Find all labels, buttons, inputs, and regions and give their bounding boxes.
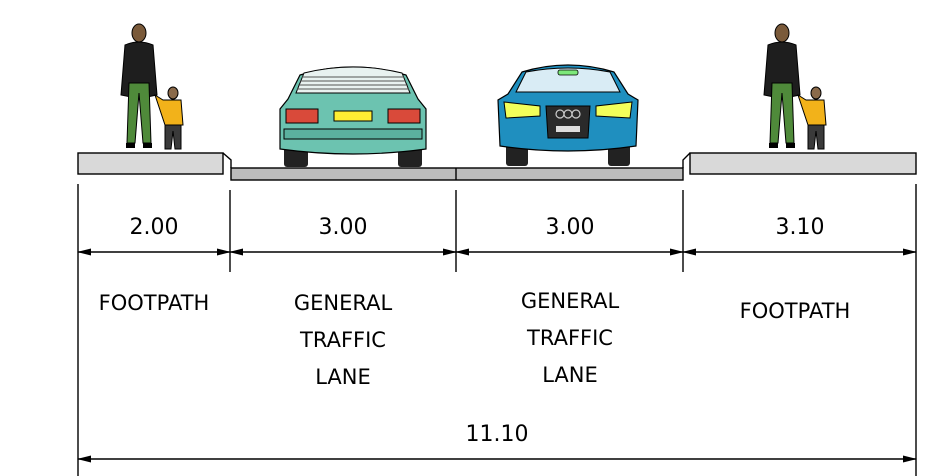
child-pedestrian-icon (154, 86, 184, 150)
segment-label: LANE (315, 365, 371, 389)
adult-pedestrian-icon (763, 23, 801, 148)
segment-label: FOOTPATH (99, 291, 210, 315)
carriageway (230, 167, 684, 181)
segment-label: TRAFFIC (526, 326, 613, 350)
segment-label: GENERAL (294, 291, 393, 315)
segment-label: LANE (542, 363, 598, 387)
segment-dimension-text: 3.00 (546, 215, 595, 240)
segment-label: TRAFFIC (299, 328, 386, 352)
left-footpath-slab (77, 152, 232, 175)
segment-label: FOOTPATH (740, 299, 851, 323)
pedestrian-pair-right (763, 23, 827, 150)
total-dimension: 11.10 (77, 422, 917, 463)
extension-lines (77, 184, 917, 476)
right-footpath-slab (682, 152, 917, 175)
pedestrian-pair-left (120, 23, 184, 150)
segment-dimension-text: 3.10 (776, 215, 825, 240)
segment-labels: FOOTPATH GENERAL TRAFFIC LANE GENERAL TR… (99, 289, 851, 389)
adult-pedestrian-icon (120, 23, 158, 148)
segment-dimensions: 2.00 3.00 3.00 3.10 (130, 215, 825, 240)
car-front-view-icon (497, 64, 639, 166)
car-rear-view-icon (279, 66, 427, 167)
child-pedestrian-icon (797, 86, 827, 150)
segment-dimension-text: 2.00 (130, 215, 179, 240)
segment-dimension-text: 3.00 (319, 215, 368, 240)
segment-label: GENERAL (521, 289, 620, 313)
total-dimension-text: 11.10 (466, 422, 529, 447)
